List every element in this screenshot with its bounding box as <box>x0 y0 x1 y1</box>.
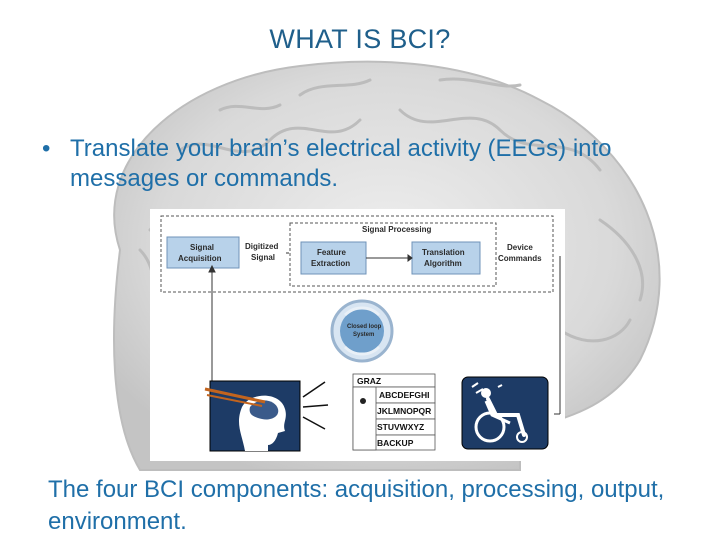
signal-processing-label: Signal Processing <box>362 225 431 234</box>
translation-algorithm-label-2: Algorithm <box>424 259 462 268</box>
speller-grid: GRAZ ABCDEFGHI JKLMNOPQR STUVWXYZ BACKUP <box>352 373 436 451</box>
closed-loop-label-2: System <box>353 332 374 338</box>
slide-caption: The four BCI components: acquisition, pr… <box>48 476 665 535</box>
processing-frame <box>160 215 554 293</box>
translation-algorithm-label-1: Translation <box>422 248 465 257</box>
bullet-point: • Translate your brain’s electrical acti… <box>42 134 682 194</box>
feature-extraction-box <box>300 241 367 275</box>
device-commands-label-1: Device <box>507 243 533 252</box>
speller-row-2: ABCDEFGHI <box>379 390 430 400</box>
cycle-arrows-icon: Closed loop System <box>330 299 394 363</box>
translation-algorithm-box <box>411 241 481 275</box>
signal-acquisition-box <box>166 236 240 269</box>
speller-row-5: BACKUP <box>377 438 414 448</box>
feature-extraction-label-2: Extraction <box>311 259 350 268</box>
speller-row-3: JKLMNOPQR <box>377 406 431 416</box>
head-eeg-icon <box>204 380 301 452</box>
device-commands-label-2: Commands <box>498 254 542 263</box>
digitized-signal-label-1: Digitized <box>245 242 278 251</box>
signal-acquisition-label-1: Signal <box>190 243 214 252</box>
bullet-text: Translate your brain’s electrical activi… <box>70 135 612 192</box>
bullet-marker: • <box>42 135 51 162</box>
bci-diagram: Signal Processing Signal Acquisition Dig… <box>150 209 565 461</box>
wheelchair-icon <box>461 376 549 450</box>
feature-extraction-label-1: Feature <box>317 248 346 257</box>
signal-processing-frame <box>289 222 497 287</box>
closed-loop-label-1: Closed loop <box>347 324 382 330</box>
speller-row-1: GRAZ <box>357 376 381 386</box>
speller-row-4: STUVWXYZ <box>377 422 424 432</box>
slide-title: WHAT IS BCI? <box>269 24 451 54</box>
digitized-signal-label-2: Signal <box>251 253 275 262</box>
signal-acquisition-label-2: Acquisition <box>178 254 222 263</box>
